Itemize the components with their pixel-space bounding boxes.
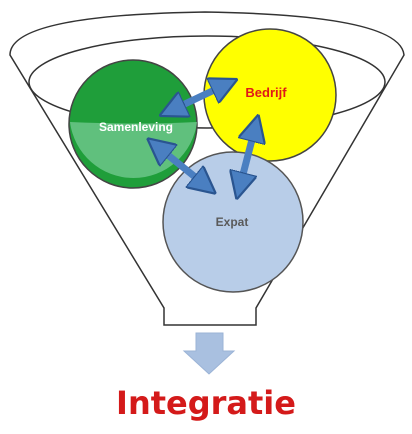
arrow-samenleving-expat [158,147,205,185]
integratie-label: Integratie [116,384,296,422]
bedrijf-label: Bedrijf [245,85,287,100]
samenleving-label: Samenleving [99,120,173,134]
arrow-bedrijf-expat [240,128,255,186]
arrow-samenleving-bedrijf [172,85,225,110]
down-arrow-icon [182,332,236,375]
expat-label: Expat [216,215,249,229]
